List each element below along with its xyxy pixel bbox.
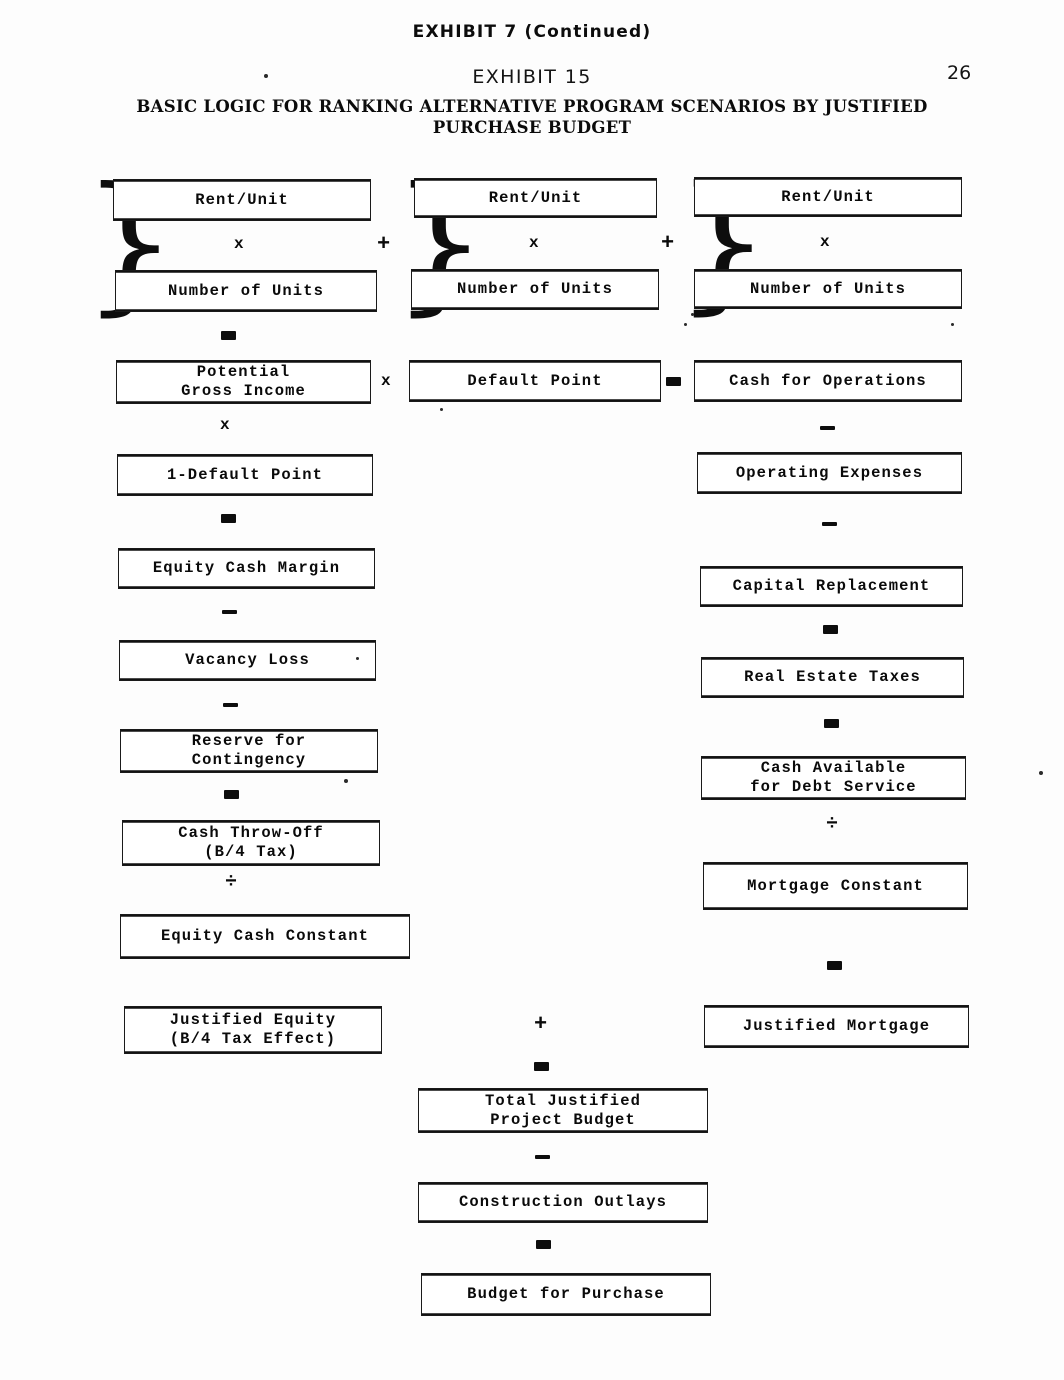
box-reserve-for-contingency: Reserve for Contingency — [120, 729, 378, 773]
operator-plus-equity-mortgage: + — [534, 1012, 548, 1037]
operator-minus-vacancy-loss — [222, 602, 237, 618]
box-one-minus-default-point: 1-Default Point — [117, 454, 373, 496]
operator-divide-equity-cash-constant: ÷ — [225, 871, 238, 894]
operator-equals-cash-available — [824, 716, 839, 732]
box-operating-expenses: Operating Expenses — [697, 452, 962, 494]
scan-speck — [344, 779, 348, 783]
box-number-of-units-2: Number of Units — [411, 269, 659, 310]
exhibit-continued-heading: EXHIBIT 7 (Continued) — [412, 22, 652, 42]
operator-multiply-1: x — [234, 235, 244, 253]
scan-speck — [1039, 771, 1043, 775]
operator-minus-capital-replacement — [822, 514, 837, 530]
box-cash-for-operations: Cash for Operations — [694, 360, 962, 402]
operator-minus-construction-outlays — [535, 1147, 550, 1163]
operator-plus-groups-1-2: + — [377, 232, 391, 257]
box-rent-unit-1: Rent/Unit — [113, 179, 371, 221]
page-title-line-2: PURCHASE BUDGET — [432, 118, 632, 137]
box-justified-equity: Justified Equity (B/4 Tax Effect) — [124, 1006, 382, 1054]
scan-speck — [951, 323, 954, 326]
box-cash-throw-off: Cash Throw-Off (B/4 Tax) — [122, 820, 380, 866]
operator-divide-mortgage-constant: ÷ — [826, 813, 839, 836]
operator-equals-budget-for-purchase — [536, 1237, 551, 1253]
scan-speck — [684, 323, 687, 326]
operator-equals-justified-mortgage — [827, 958, 842, 974]
operator-equals-equity-cash-margin — [221, 511, 236, 527]
operator-equals-cash-operations — [666, 374, 681, 390]
operator-equals-total-justified — [534, 1059, 549, 1075]
box-number-of-units-3: Number of Units — [694, 269, 962, 309]
page-title: BASIC LOGIC FOR RANKING ALTERNATIVE PROG… — [0, 96, 1064, 138]
box-capital-replacement: Capital Replacement — [700, 566, 963, 607]
box-construction-outlays: Construction Outlays — [418, 1182, 708, 1223]
box-rent-unit-2: Rent/Unit — [414, 178, 657, 218]
operator-multiply-2: x — [529, 234, 539, 252]
operator-minus-reserve-contingency — [223, 695, 238, 711]
operator-plus-groups-2-3: + — [661, 231, 675, 256]
box-mortgage-constant: Mortgage Constant — [703, 862, 968, 910]
box-number-of-units-1: Number of Units — [115, 270, 377, 312]
operator-equals-cash-throw-off — [224, 787, 239, 803]
box-rent-unit-3: Rent/Unit — [694, 177, 962, 217]
scan-speck — [264, 74, 268, 78]
box-total-justified-project-budget: Total Justified Project Budget — [418, 1088, 708, 1133]
box-equity-cash-constant: Equity Cash Constant — [120, 914, 410, 959]
box-potential-gross-income: Potential Gross Income — [116, 360, 371, 404]
operator-equals-to-pgi — [221, 328, 236, 344]
page-title-line-1: BASIC LOGIC FOR RANKING ALTERNATIVE PROG… — [136, 97, 928, 116]
box-real-estate-taxes: Real Estate Taxes — [701, 657, 964, 698]
box-cash-available-for-debt-service: Cash Available for Debt Service — [701, 756, 966, 800]
scan-speck — [356, 657, 359, 660]
exhibit-number-heading: EXHIBIT 15 — [472, 66, 592, 88]
box-vacancy-loss: Vacancy Loss — [119, 640, 376, 681]
box-budget-for-purchase: Budget for Purchase — [421, 1273, 711, 1316]
operator-multiply-pgi-default: x — [381, 372, 391, 390]
box-justified-mortgage: Justified Mortgage — [704, 1005, 969, 1048]
operator-multiply-pgi-oneminus: x — [220, 416, 230, 434]
operator-minus-operating-expenses — [820, 418, 835, 434]
scan-speck — [691, 313, 694, 316]
page-number: 26 — [947, 62, 972, 84]
operator-multiply-3: x — [820, 233, 830, 251]
scan-speck — [440, 408, 443, 411]
box-default-point: Default Point — [409, 360, 661, 402]
box-equity-cash-margin: Equity Cash Margin — [118, 548, 375, 589]
operator-equals-real-estate-taxes — [823, 622, 838, 638]
